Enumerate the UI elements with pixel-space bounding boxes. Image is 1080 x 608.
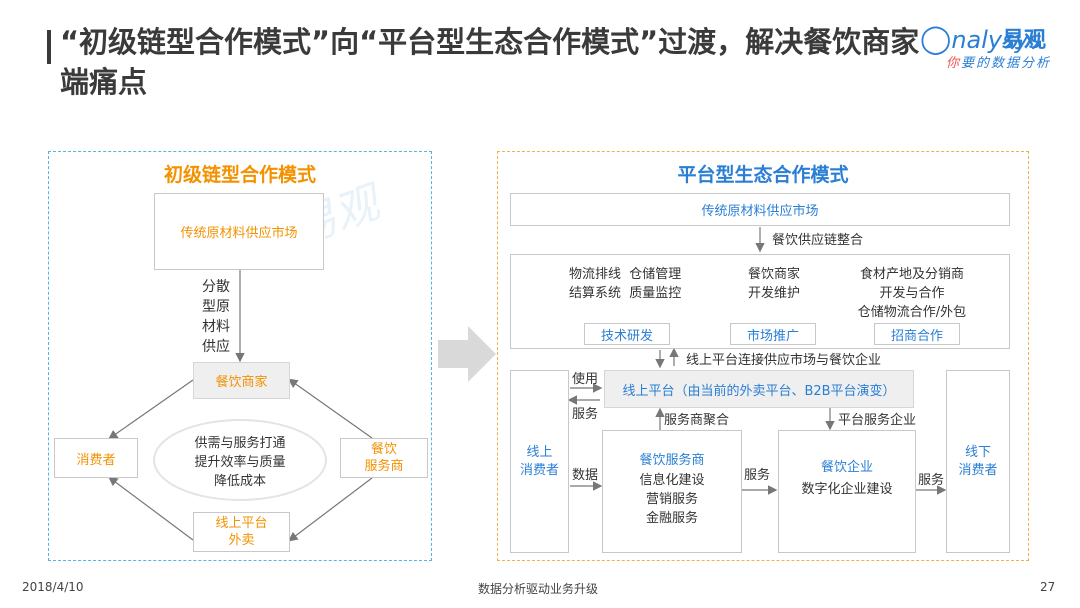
right-market-box: 传统原材料供应市场 [510,193,1010,226]
aggregation-label: 服务商聚合 [664,413,730,428]
tag-tech-rd-label: 技术研发 [600,328,653,344]
left-consumer-box: 消费者 [54,438,138,478]
supply-line-3: 材料 [202,319,230,335]
supply-line-1: 分散 [202,279,230,295]
eco-col-1-line-1: 物流排线 仓储管理 [569,267,682,282]
platform-service-label: 平台服务企业 [838,413,917,428]
supply-line-2: 型原 [202,299,230,315]
online-consumer-box: 线上 消费者 [510,370,569,553]
service-item-2: 营销服务 [645,492,698,507]
enterprise-item: 数字化企业建设 [801,482,893,497]
eco-col-3-line-2: 开发与合作 [879,286,945,301]
use-label: 使用 [572,372,599,387]
enterprise-title: 餐饮企业 [820,460,873,475]
offline-consumer-line-2: 消费者 [958,462,998,478]
offline-consumer-box: 线下 消费者 [946,370,1010,553]
left-panel-title: 初级链型合作模式 [163,164,316,186]
eco-col-3-line-3: 仓储物流合作/外包 [857,305,967,320]
right-market-label: 传统原材料供应市场 [701,204,819,219]
left-center-text: 供需与服务打通 提升效率与质量 降低成本 [170,434,310,491]
eco-col-2: 餐饮商家 开发维护 [734,265,814,303]
right-platform-box: 线上平台（由当前的外卖平台、B2B平台演变） [604,370,914,408]
enterprise-box: 餐饮企业 数字化企业建设 [778,430,916,553]
left-consumer-label: 消费者 [76,452,116,468]
transition-arrow-icon [438,326,496,382]
online-consumer-line-1: 线上 [526,444,553,460]
right-platform-label: 线上平台（由当前的外卖平台、B2B平台演变） [622,383,896,399]
service-provider-box: 餐饮服务商 信息化建设 营销服务 金融服务 [602,430,742,553]
left-service-line-1: 餐饮 [370,442,397,457]
tag-marketing-label: 市场推广 [746,328,799,344]
center-line-1: 供需与服务打通 [194,436,286,451]
svc-to-ent-label: 服务 [744,468,771,483]
left-service-line-2: 服务商 [364,459,404,474]
logo-yiguan: 易观 [1002,28,1047,53]
center-line-2: 提升效率与质量 [194,455,286,470]
logo-analysys: ◯nalysys [920,22,1042,55]
tag-investment: 招商合作 [874,323,960,345]
footer-slogan: 数据分析驱动业务升级 [478,582,599,596]
page-title: “初级链型合作模式”向“平台型生态合作模式”过渡，解决餐饮商家端痛点 [60,25,920,99]
left-platform-box: 线上平台 外卖 [193,512,290,552]
center-line-3: 降低成本 [213,474,266,489]
page-number: 27 [1040,580,1056,594]
supply-line-4: 供应 [202,339,230,355]
eco-col-1-line-2: 结算系统 质量监控 [569,286,682,301]
integration-label: 餐饮供应链整合 [772,233,864,248]
ent-to-off-label: 服务 [918,473,945,488]
left-merchant-box: 餐饮商家 [193,362,290,399]
connect-label: 线上平台连接供应市场与餐饮企业 [686,353,882,368]
tag-tech-rd: 技术研发 [584,323,670,345]
serve-label: 服务 [572,407,599,422]
tag-investment-label: 招商合作 [890,328,943,344]
left-service-box: 餐饮 服务商 [340,438,428,478]
offline-consumer-line-1: 线下 [964,444,991,460]
left-platform-line-2: 外卖 [228,533,255,548]
panel-platform-model [497,151,1029,561]
title-accent-bar [47,30,51,64]
left-platform-line-1: 线上平台 [215,516,268,531]
left-market-box: 传统原材料供应市场 [154,193,324,270]
footer-date: 2018/4/10 [22,580,84,594]
left-supply-label: 分散 型原 材料 供应 [196,277,236,357]
service-item-1: 信息化建设 [639,473,705,488]
left-merchant-label: 餐饮商家 [215,375,268,390]
tag-marketing: 市场推广 [730,323,816,345]
eco-col-3-line-1: 食材产地及分销商 [859,267,964,282]
eco-col-1: 物流排线 仓储管理 结算系统 质量监控 [569,265,719,303]
service-item-3: 金融服务 [645,511,698,526]
online-consumer-line-2: 消费者 [519,462,559,478]
panel-chain-model [48,151,432,561]
logo-slogan: 你要的数据分析 [946,56,1052,71]
eco-col-3: 食材产地及分销商 开发与合作 仓储物流合作/外包 [844,265,980,322]
eco-col-2-line-1: 餐饮商家 [747,267,800,282]
right-panel-title: 平台型生态合作模式 [677,164,849,186]
service-provider-title: 餐饮服务商 [639,453,705,468]
data-label: 数据 [572,468,599,483]
eco-col-2-line-2: 开发维护 [747,286,800,301]
left-market-label: 传统原材料供应市场 [180,226,298,241]
